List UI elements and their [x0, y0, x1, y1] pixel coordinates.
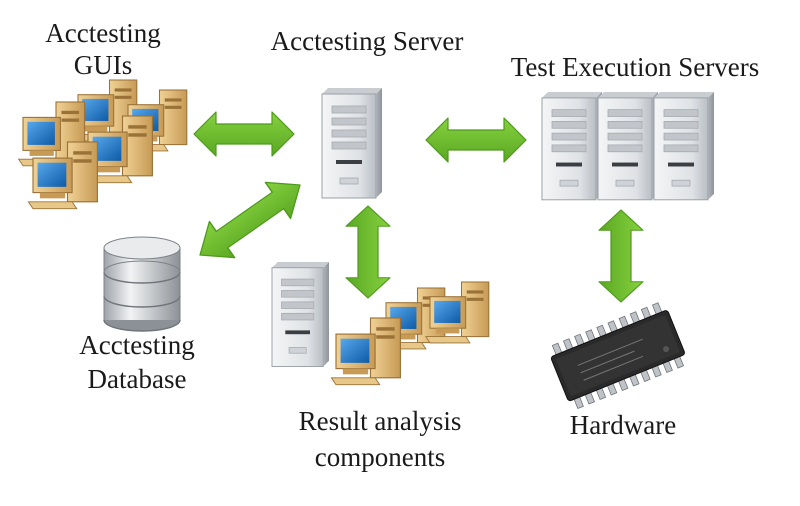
label-hardware: Hardware — [569, 410, 677, 440]
label-guis-line2: GUIs — [73, 50, 133, 80]
label-exec-servers: Test Execution Servers — [510, 52, 760, 82]
arrow-exec-hardware — [598, 209, 644, 303]
label-result-line2: components — [314, 442, 446, 472]
server-rack-icon — [541, 91, 715, 201]
arrow-server-exec — [425, 117, 527, 163]
workstations-icon — [18, 79, 188, 210]
database-icon — [103, 236, 181, 332]
label-database-line1: Acctesting — [79, 330, 195, 360]
server-tower-icon — [321, 87, 383, 199]
arrow-database-server — [186, 166, 314, 274]
label-server: Acctesting Server — [270, 26, 464, 56]
label-database-line2: Database — [87, 364, 187, 394]
arrow-server-results — [345, 205, 391, 299]
microchip-icon — [550, 302, 685, 410]
arrow-guis-server — [193, 111, 295, 157]
label-result-line1: Result analysis — [298, 406, 462, 436]
label-guis-line1: Acctesting — [45, 18, 161, 48]
